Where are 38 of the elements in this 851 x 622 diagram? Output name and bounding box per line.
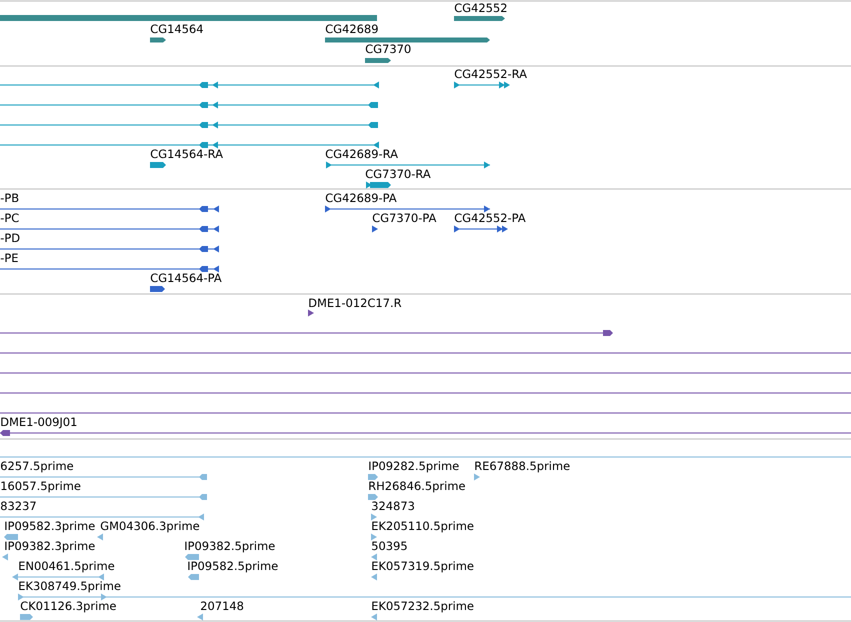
feature-label: DME1-009J01 xyxy=(1,418,76,428)
feature-label: IP09582.5prime xyxy=(188,561,278,572)
feature-label: CG42689-RA xyxy=(326,150,398,158)
feature-label: EK057319.5prime xyxy=(372,561,474,572)
feature-label: 207148 xyxy=(201,602,244,610)
feature-label: -PD xyxy=(0,234,20,242)
feature-label: 324873 xyxy=(372,502,414,510)
feature-label: RE67888.5prime xyxy=(475,461,570,472)
feature-label: 16057.5prime xyxy=(1,481,80,492)
feature-label: CG7370-RA xyxy=(366,170,431,178)
feature-label: GM04306.3prime xyxy=(100,521,200,532)
feature-label: CG42552-PA xyxy=(454,214,526,222)
feature-label: 50395 xyxy=(372,542,407,550)
feature-label: -PB xyxy=(0,194,18,202)
feature-label: DME1-012C17.R xyxy=(309,298,402,308)
feature-label: IP09282.5prime xyxy=(369,461,459,472)
feature-label: CG42552-RA xyxy=(454,70,527,78)
feature-label: 6257.5prime xyxy=(1,461,74,472)
feature-label: EN00461.5prime xyxy=(19,561,114,572)
feature-label: -PC xyxy=(0,214,19,222)
feature-label: 83237 xyxy=(1,502,36,510)
feature-label: -PE xyxy=(0,254,18,262)
feature-label: CG14564-RA xyxy=(150,150,223,158)
feature-label: CG42552 xyxy=(454,4,506,12)
feature-label: IP09382.5prime xyxy=(185,541,275,552)
feature-label: EK057232.5prime xyxy=(372,601,474,612)
feature-label: RH26846.5prime xyxy=(369,481,465,492)
feature-label: EK205110.5prime xyxy=(372,521,474,532)
feature-label: CG7370-PA xyxy=(372,214,436,222)
feature-label: CG14564-PA xyxy=(150,274,222,282)
feature-label: CG42689 xyxy=(326,24,378,34)
feature-label: CG7370 xyxy=(366,44,410,54)
feature-label: CK01126.3prime xyxy=(20,601,116,612)
feature-label: CG42689-PA xyxy=(326,194,397,202)
feature-label: EK308749.5prime xyxy=(19,581,120,592)
feature-label: IP09582.3prime xyxy=(5,521,95,532)
feature-label: IP09382.3prime xyxy=(5,541,95,552)
feature-label: CG14564 xyxy=(150,24,203,34)
